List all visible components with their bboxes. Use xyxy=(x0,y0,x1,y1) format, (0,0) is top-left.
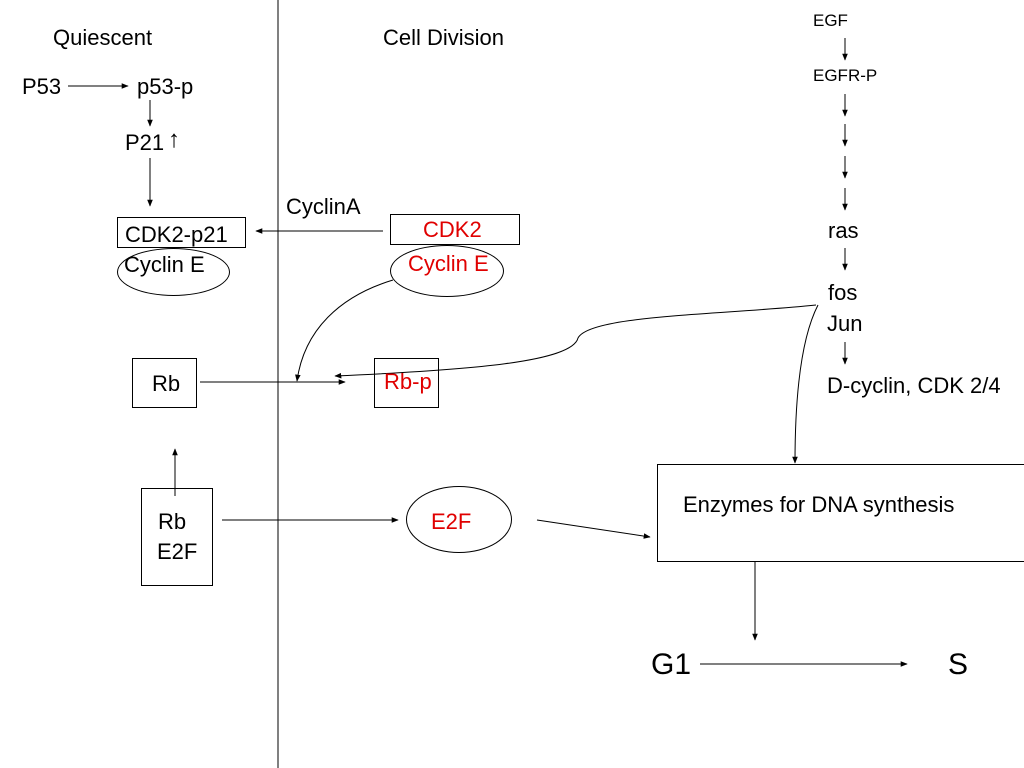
egf-label: EGF xyxy=(813,11,848,30)
dcyclin-label: D-cyclin, CDK 2/4 xyxy=(827,373,1001,398)
ras-label: ras xyxy=(828,218,859,243)
cdk2-label: CDK2 xyxy=(423,217,482,242)
rb-e2f-box xyxy=(141,488,213,586)
rb-e2f-e2f-label: E2F xyxy=(157,539,198,564)
arrow-fos-to-rbp xyxy=(334,304,817,379)
cyclin-e-right-label: Cyclin E xyxy=(408,251,489,276)
quiescent-label: Quiescent xyxy=(53,25,153,50)
jun-label: Jun xyxy=(827,311,863,336)
rb-e2f-rb-label: Rb xyxy=(158,509,187,534)
enzymes-box xyxy=(657,464,1024,562)
arrow-cycline-to-rb xyxy=(295,279,394,382)
p53-label: P53 xyxy=(22,74,62,99)
cyclin-e-left-ellipse xyxy=(117,248,230,296)
rbp-label: Rb-p xyxy=(384,369,432,394)
s-label: S xyxy=(948,648,969,681)
p53p-label: p53-p xyxy=(137,74,194,99)
e2f-ellipse xyxy=(406,486,512,553)
rbp-box xyxy=(374,358,439,408)
cyclin-e-left-label: Cyclin E xyxy=(124,252,205,277)
arrow-fos-to-enzymes xyxy=(792,304,819,464)
enzymes-label: Enzymes for DNA synthesis xyxy=(683,492,955,517)
arrow-e2f-to-enzymes xyxy=(536,519,651,539)
cyclina-label: CyclinA xyxy=(286,194,361,219)
cdk2-p21-label: CDK2-p21 xyxy=(125,222,228,247)
up-arrow-glyph: ↑ xyxy=(168,126,180,153)
cell-division-label: Cell Division xyxy=(383,25,505,50)
rb-label: Rb xyxy=(152,371,181,396)
g1-label: G1 xyxy=(651,648,692,681)
p21-label: P21 xyxy=(125,130,165,155)
fos-label: fos xyxy=(828,280,858,305)
e2f-label: E2F xyxy=(431,509,472,534)
rb-box xyxy=(132,358,197,408)
egfrp-label: EGFR-P xyxy=(813,66,878,85)
cyclin-e-right-ellipse xyxy=(390,245,504,297)
